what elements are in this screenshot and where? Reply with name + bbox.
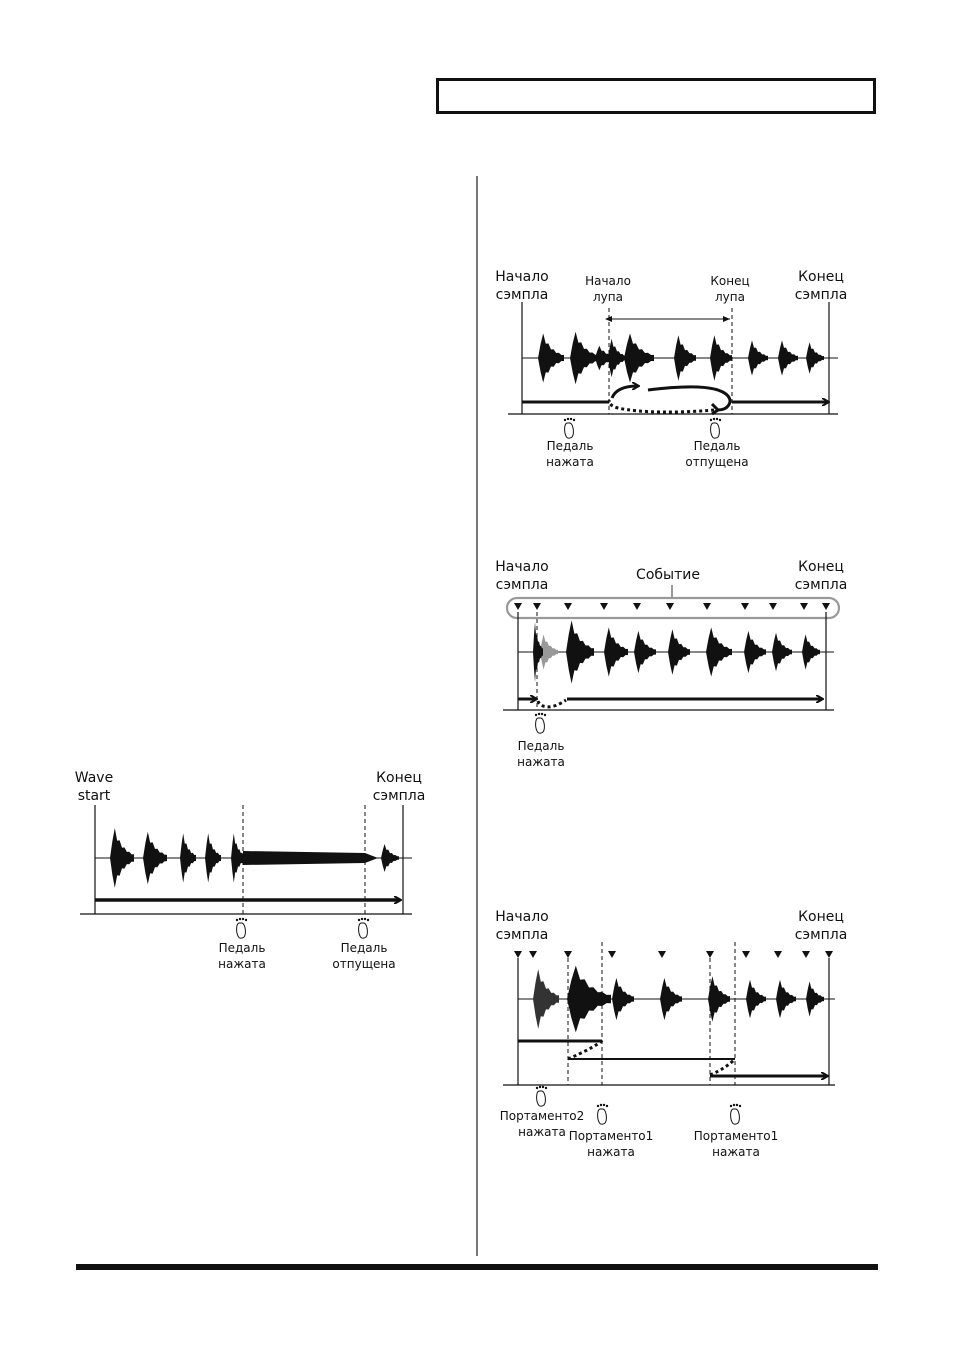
wave-burst [595,345,617,371]
event-marker-icon [822,603,830,610]
event-marker-icon [800,603,808,610]
loop-end-label: Конец лупа [710,274,750,304]
porta1-pressed-label-a: Портаменто1 нажата [568,1129,654,1159]
porta2-pressed-label: Портаменто2 нажата [499,1109,585,1139]
event-marker-icon [774,951,782,958]
porta-sample-end-label: Конец сэмпла [794,909,848,943]
wave-burst [533,622,543,682]
wave-burst [540,634,558,670]
event-waveform [533,620,820,684]
event-markers [514,603,830,610]
portamento-diagram [503,942,835,1125]
loop-start-label: Начало лупа [585,274,631,304]
event-marker-icon [742,951,750,958]
foot-icon [235,917,248,939]
wave-burst [143,831,167,885]
wave-burst [608,338,626,378]
loop-waveform [538,331,824,385]
wave-burst [776,979,796,1019]
event-marker-icon [514,603,522,610]
wave-burst [806,981,824,1017]
wave-burst [748,340,768,376]
wave-burst [612,977,634,1021]
foot-icon [709,417,722,439]
event-marker-icon [825,951,833,958]
event-label: Событие [636,567,700,583]
event-marker-icon [533,603,541,610]
wave-burst [533,969,559,1029]
event-marker-icon [529,951,537,958]
wave-burst [706,627,732,677]
foot-icon [563,417,576,439]
wave-burst [110,828,134,888]
wave-burst [231,833,245,883]
event-marker-icon [706,951,714,958]
wave-burst [806,342,824,374]
wave-burst [746,979,766,1019]
loop-sample-end-label: Конец сэмпла [794,269,848,303]
wave-burst [668,629,690,675]
event-marker-icon [514,951,522,958]
wave-burst [634,630,656,674]
event-marker-icon [564,603,572,610]
wave-burst [674,335,696,381]
wave-burst [381,844,399,872]
portamento-markers [514,951,833,958]
wave-burst [710,335,732,381]
header-box [436,78,876,114]
sustain-sample-end-label: Конец сэмпла [372,770,426,804]
wave-burst [570,331,598,385]
sustain-pedal-pressed-label: Педаль нажата [218,941,266,971]
wave-burst [180,833,196,883]
wave-burst [604,627,628,677]
footer-rule [76,1264,878,1270]
event-marker-icon [666,603,674,610]
foot-icon [357,917,370,939]
loop-pedal-released-label: Педаль отпущена [685,439,749,469]
event-marker-icon [769,603,777,610]
event-pedal-pressed-label: Педаль нажата [517,739,565,769]
foot-icon [729,1103,742,1125]
porta1-pressed-label-b: Портаменто1 нажата [693,1129,779,1159]
wave-burst [538,333,564,383]
porta-sample-start-label: Начало сэмпла [495,909,549,943]
event-marker-icon [608,951,616,958]
sustain-pedal-released-label: Педаль отпущена [332,941,396,971]
sustain-wave-start-label: Wave start [74,770,114,804]
foot-icon [534,712,547,734]
sustain-waveform [110,828,399,888]
wave-burst [744,630,766,674]
foot-icon [596,1103,609,1125]
event-marker-icon [703,603,711,610]
wave-burst [772,632,792,672]
wave-burst [778,340,798,376]
event-marker-icon [600,603,608,610]
wave-burst [567,965,611,1033]
event-marker-icon [741,603,749,610]
wave-burst [660,977,682,1021]
wave-burst [708,976,730,1022]
event-sample-end-label: Конец сэмпла [794,559,848,593]
loop-pedal-pressed-label: Педаль нажата [546,439,594,469]
event-marker-icon [564,951,572,958]
event-sample-start-label: Начало сэмпла [495,559,549,593]
portamento-waveform [533,965,824,1033]
foot-icon [535,1085,548,1107]
wave-burst [624,333,654,383]
event-marker-icon [633,603,641,610]
event-marker-icon [658,951,666,958]
wave-burst [802,634,820,670]
loop-diagram [508,302,838,439]
event-marker-icon [802,951,810,958]
column-divider [476,176,478,1256]
sustain-diagram [80,805,412,939]
event-diagram [503,585,841,734]
wave-burst [566,620,594,684]
loop-sample-start-label: Начало сэмпла [495,269,549,303]
wave-burst [205,833,221,883]
